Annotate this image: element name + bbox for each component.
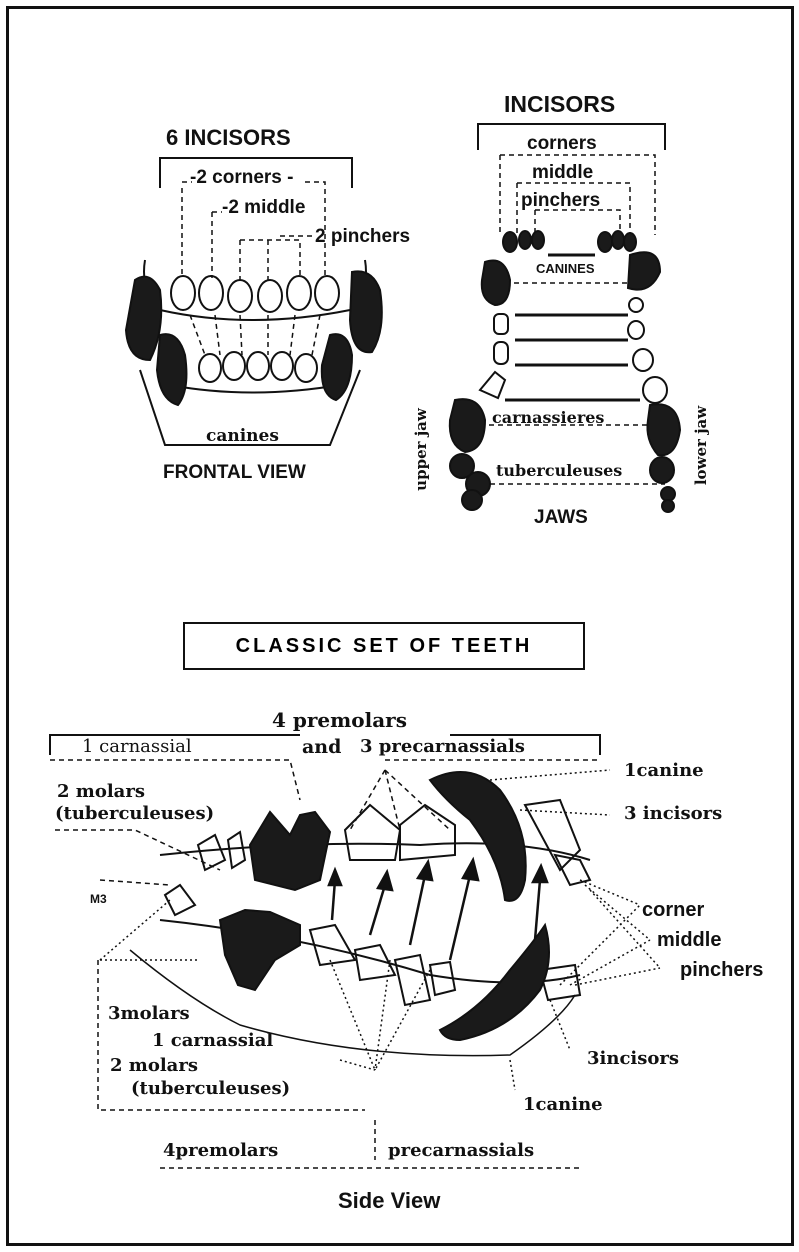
frontal-middle-label: -2 middle xyxy=(222,198,305,217)
side-top-carnassial: 1 carnassial xyxy=(82,738,192,756)
side-top-tuberculeuses: (tuberculeuses) xyxy=(55,805,214,823)
jaws-corners-label: corners xyxy=(527,134,597,153)
side-pinchers-label: pinchers xyxy=(680,960,763,980)
jaws-title: INCISORS xyxy=(504,93,615,116)
side-bottom-2molars: 2 molars xyxy=(110,1057,198,1075)
upper-jaw-label: upper jaw xyxy=(414,408,429,491)
side-incisors-upper: 3 incisors xyxy=(624,805,722,823)
jaws-pinchers-label: pinchers xyxy=(521,191,600,210)
side-bottom-premolars: 4premolars xyxy=(163,1142,278,1160)
frontal-canines-label: canines xyxy=(206,428,279,445)
side-corner-label: corner xyxy=(642,900,704,920)
frontal-view-caption: FRONTAL VIEW xyxy=(163,463,306,482)
side-top-precarnassials: 3 precarnassials xyxy=(360,738,525,756)
classic-title-box: CLASSIC SET OF TEETH xyxy=(183,622,585,670)
jaws-canines-label: CANINES xyxy=(536,262,595,275)
side-top-and: and xyxy=(302,738,341,757)
side-canine-lower: 1canine xyxy=(523,1096,603,1114)
side-bottom-precarnassials: precarnassials xyxy=(388,1142,534,1160)
side-bottom-tuberculeuses: (tuberculeuses) xyxy=(131,1080,290,1098)
side-bottom-carnassial: 1 carnassial xyxy=(152,1032,273,1050)
jaws-carnassieres-label: carnassieres xyxy=(492,410,604,426)
side-middle-label: middle xyxy=(657,930,721,950)
frontal-pinchers-label: 2 pinchers xyxy=(315,227,410,246)
side-canine-upper: 1canine xyxy=(624,762,704,780)
lower-jaw-label: lower jaw xyxy=(694,406,709,485)
side-m3-label: M3 xyxy=(90,893,107,905)
side-bottom-molars: 3molars xyxy=(108,1005,190,1023)
classic-title: CLASSIC SET OF TEETH xyxy=(236,635,533,658)
frontal-title: 6 INCISORS xyxy=(166,127,291,149)
side-top-molars: 2 molars xyxy=(57,783,145,801)
side-view-caption: Side View xyxy=(338,1190,440,1212)
side-top-premolars: 4 premolars xyxy=(272,710,407,730)
frontal-corners-label: -2 corners - xyxy=(190,168,293,187)
jaws-tuberculeuses-label: tuberculeuses xyxy=(496,463,622,479)
jaws-middle-label: middle xyxy=(532,163,593,182)
side-incisors-lower: 3incisors xyxy=(587,1050,679,1068)
jaws-caption: JAWS xyxy=(534,508,588,527)
frontal-canines xyxy=(126,271,382,405)
